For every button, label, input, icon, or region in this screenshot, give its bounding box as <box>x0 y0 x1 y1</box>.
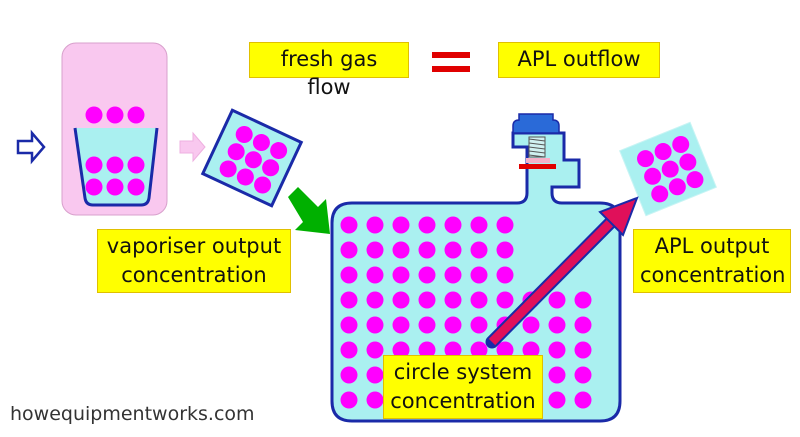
vessel-particle <box>548 391 566 409</box>
vessel-particle <box>470 341 488 359</box>
vessel-particle <box>340 391 358 409</box>
liquid-particle <box>85 156 103 174</box>
vessel-particle <box>522 316 540 334</box>
apl-outflow-arrow-icon <box>485 196 639 349</box>
vessel-particle <box>418 316 436 334</box>
vessel-particle <box>366 266 384 284</box>
vessel-particle <box>366 391 384 409</box>
vapour-particle <box>106 106 124 124</box>
vessel-particle <box>340 216 358 234</box>
vessel-particle <box>418 216 436 234</box>
vapour-particle <box>127 106 145 124</box>
green-inflow-arrow-icon <box>288 187 330 234</box>
vessel-particle <box>496 241 514 259</box>
liquid-particle <box>85 178 103 196</box>
vessel-particle <box>340 366 358 384</box>
vessel-particle <box>548 291 566 309</box>
vessel-particle <box>496 216 514 234</box>
vaporiser-output-packet <box>200 108 304 208</box>
vessel-particle <box>366 366 384 384</box>
equals-sign-bottom <box>432 66 470 72</box>
vessel-particle <box>392 291 410 309</box>
vessel-particle <box>444 216 462 234</box>
apl-valve-cap <box>512 113 560 134</box>
vessel-particle <box>366 341 384 359</box>
vessel-particle <box>392 341 410 359</box>
fresh-gas-inlet-arrow-icon <box>16 129 46 165</box>
vessel-particle <box>470 291 488 309</box>
vessel-particle <box>418 241 436 259</box>
vessel-particle <box>574 391 592 409</box>
vessel-particle <box>574 366 592 384</box>
vessel-particle <box>366 216 384 234</box>
vessel-particle <box>470 266 488 284</box>
liquid-particle <box>127 178 145 196</box>
vessel-particle <box>548 316 566 334</box>
circle-system-line2: concentration <box>390 389 536 413</box>
vessel-particle <box>366 316 384 334</box>
vaporiser-outlet-arrow-icon <box>179 131 206 163</box>
vessel-particle <box>340 291 358 309</box>
vaporiser-output-line2: concentration <box>121 263 267 287</box>
apl-output-label: APL output concentration <box>633 229 791 293</box>
vessel-particle <box>496 266 514 284</box>
vessel-particle <box>392 216 410 234</box>
vaporiser-output-label: vaporiser output concentration <box>97 229 291 293</box>
vessel-particle <box>418 291 436 309</box>
vessel-particle <box>470 241 488 259</box>
vaporiser-cup-outline <box>73 127 159 207</box>
apl-outflow-label: APL outflow <box>498 42 660 78</box>
apl-output-line1: APL output <box>654 234 770 258</box>
vessel-particle <box>496 341 514 359</box>
vessel-particle <box>444 291 462 309</box>
vapour-particle <box>85 106 103 124</box>
apl-valve-disc <box>519 164 556 169</box>
apl-outflow-text: APL outflow <box>517 47 641 71</box>
apl-output-packet <box>619 121 717 217</box>
vessel-particle <box>444 316 462 334</box>
vessel-particle <box>574 341 592 359</box>
liquid-particle <box>106 178 124 196</box>
circle-system-line1: circle system <box>393 360 533 384</box>
vessel-particle <box>340 316 358 334</box>
vessel-particle <box>418 266 436 284</box>
vessel-particle <box>392 241 410 259</box>
vessel-particle <box>548 366 566 384</box>
vessel-particle <box>340 241 358 259</box>
vessel-particle <box>392 266 410 284</box>
vessel-particle <box>574 316 592 334</box>
vessel-particle <box>340 341 358 359</box>
equals-sign-top <box>432 52 470 58</box>
vessel-particle <box>340 266 358 284</box>
vessel-particle <box>470 316 488 334</box>
fresh-gas-flow-text: fresh gas flow <box>280 47 378 99</box>
apl-valve-disc-top <box>526 158 550 163</box>
vessel-particle <box>496 291 514 309</box>
liquid-particle <box>106 156 124 174</box>
vessel-particle <box>366 241 384 259</box>
circle-system-label: circle system concentration <box>383 355 543 419</box>
vessel-particle <box>522 341 540 359</box>
vessel-particle <box>574 291 592 309</box>
liquid-particle <box>127 156 145 174</box>
vessel-particle <box>392 316 410 334</box>
vessel-particle <box>470 216 488 234</box>
apl-valve-spring-coils <box>528 138 546 158</box>
fresh-gas-flow-label: fresh gas flow <box>249 42 409 99</box>
vessel-particle <box>444 241 462 259</box>
apl-output-line2: concentration <box>640 263 786 287</box>
site-credit: howequipmentworks.com <box>10 403 255 425</box>
vessel-particle <box>548 341 566 359</box>
vessel-particle <box>418 341 436 359</box>
vessel-particle <box>444 341 462 359</box>
vessel-particle <box>366 291 384 309</box>
vessel-particle <box>444 266 462 284</box>
vaporiser-output-line1: vaporiser output <box>106 234 282 258</box>
